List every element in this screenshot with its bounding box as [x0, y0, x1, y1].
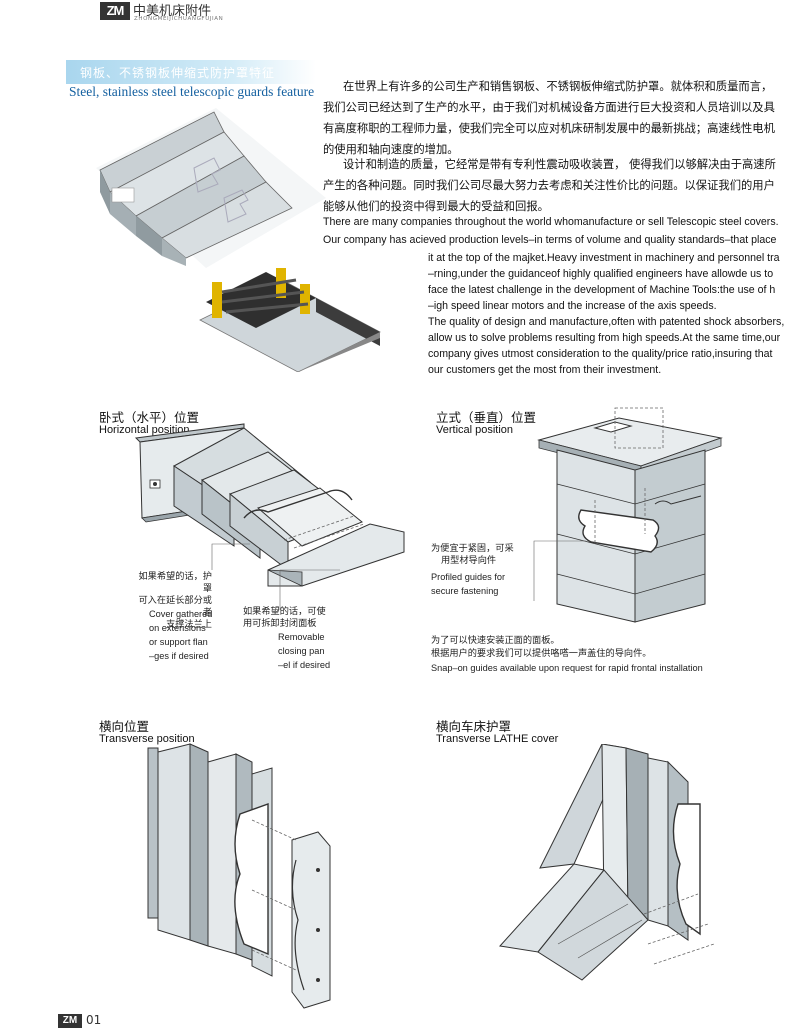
lathe-cover-diagram — [499, 744, 715, 981]
note-removable-en-line: closing pan — [278, 646, 325, 656]
intro-en-line-4: –rning,under the guidanceof highly quali… — [428, 268, 774, 280]
intro-en-line-3: it at the top of the majket.Heavy invest… — [428, 252, 780, 264]
note-gathered-en-line: or support flan — [149, 637, 208, 647]
note-gathered-cn: 如果希望的话，护罩 可入在延长部分或者 支撑法兰上 — [130, 570, 213, 630]
intro-en-line-2: Our company has acieved production level… — [323, 234, 777, 246]
note-gathered-cn-line: 可入在延长部分或者 — [138, 595, 213, 617]
product-photo-cover — [96, 108, 326, 268]
title-bar — [66, 60, 316, 84]
note-removable-en-line: –el if desired — [278, 660, 331, 670]
note-profiled-en-line: Profiled guides for — [431, 572, 506, 582]
note-snap-en-line: Snap–on guides available upon request fo… — [431, 663, 703, 673]
intro-cn-line-7: 能够从他们的投资中得到最大的受益和回报。 — [323, 200, 549, 213]
note-removable-en: Removable closing pan –el if desired — [278, 630, 330, 672]
note-gathered-cn-line: 如果希望的话，护罩 — [138, 571, 213, 593]
intro-en-line-9: company gives utmost consideration to th… — [428, 348, 773, 360]
section-lathe-en: Transverse LATHE cover — [436, 733, 559, 745]
horizontal-leader-lines — [211, 543, 340, 610]
section-horizontal-en: Horizontal position — [99, 424, 190, 436]
intro-cn-line-1: 在世界上有许多的公司生产和销售钢板、不锈钢板伸缩式防护罩。就体积和质量而言， — [343, 80, 773, 93]
section-horizontal-cn: 卧式（水平）位置 — [99, 410, 200, 425]
note-removable-cn: 如果希望的话，可使 用可拆卸封闭面板 — [243, 605, 326, 629]
note-snap-cn-line: 为了可以快速安装正面的面板。 — [431, 635, 560, 645]
note-snap-en: Snap–on guides available upon request fo… — [431, 662, 703, 674]
intro-en-line-7: The quality of design and manufacture,of… — [428, 316, 785, 328]
note-profiled-cn-line: 为便宜于紧固，可采 — [431, 543, 514, 553]
vertical-cover-diagram — [537, 407, 723, 623]
intro-en-line-5: face the latest challenge in the develop… — [428, 284, 776, 296]
section-vertical-en: Vertical position — [436, 424, 514, 436]
note-gathered-en: Cover gathered on extensions or support … — [149, 607, 212, 663]
section-transverse-en: Transverse position — [99, 733, 195, 745]
horizontal-cover-diagram — [134, 423, 405, 587]
intro-cn-line-2: 我们公司已经达到了生产的水平，由于我们对机械设备方面进行巨大投资和人员培训以及具 — [323, 101, 775, 114]
section-vertical-cn: 立式（垂直）位置 — [436, 410, 537, 425]
note-removable-cn-line: 用可拆卸封闭面板 — [243, 618, 317, 628]
note-profiled-cn-line: 用型材导向件 — [441, 555, 497, 565]
intro-en-line-10: our customers get the most from their in… — [428, 364, 662, 376]
note-removable-en-line: Removable — [278, 632, 325, 642]
intro-cn-line-4: 的使用和轴向速度的增加。 — [323, 143, 459, 156]
intro-cn-line-3: 有高度称职的工程师力量，使我们完全可以应对机床研制发展中的最新挑战；高速线性电机 — [323, 122, 775, 135]
section-transverse-cn: 横向位置 — [99, 719, 150, 734]
note-removable-cn-line: 如果希望的话，可使 — [243, 606, 326, 616]
company-name-cn: 中美机床附件 — [133, 4, 212, 19]
footer-logo: ZM — [58, 1014, 82, 1028]
page-title-cn: 钢板、不锈钢板伸缩式防护罩特征 — [80, 66, 276, 80]
company-logo: ZM — [100, 2, 130, 20]
note-profiled-cn: 为便宜于紧固，可采 用型材导向件 — [431, 542, 514, 566]
intro-cn-line-6: 产生的各种问题。同时我们公司尽最大努力去考虑和关注性价比的问题。以保证我们的用户 — [323, 179, 775, 192]
note-gathered-cn-line: 支撑法兰上 — [166, 619, 212, 629]
note-profiled-en: Profiled guides for secure fastening — [431, 570, 505, 598]
intro-en-line-1: There are many companies throughout the … — [323, 216, 779, 228]
intro-en-line-6: –igh speed linear motors and the increas… — [428, 300, 717, 312]
intro-cn-line-5: 设计和制造的质量，它经常是带有专利性震动吸收装置， 使得我们以够解决由于高速所 — [343, 158, 776, 171]
page-number: 01 — [86, 1013, 102, 1027]
transverse-cover-diagram — [147, 743, 331, 1009]
vertical-leader-line — [533, 540, 586, 601]
company-name-en: ZHONGMEIJICHUANGFUJIAN — [134, 16, 224, 22]
product-photo-assembly — [199, 268, 381, 372]
note-gathered-en-line: –ges if desired — [149, 651, 209, 661]
intro-en-line-8: allow us to solve problems resulting fro… — [428, 332, 781, 344]
page-title-en: Steel, stainless steel telescopic guards… — [69, 84, 315, 99]
note-snap-cn: 为了可以快速安装正面的面板。 根据用户的要求我们可以提供咯嗒一声盖住的导向件。 — [431, 634, 652, 660]
note-profiled-en-line: secure fastening — [431, 586, 499, 596]
note-gathered-en-line: on extensions — [149, 623, 206, 633]
note-snap-cn-line: 根据用户的要求我们可以提供咯嗒一声盖住的导向件。 — [431, 648, 652, 658]
note-gathered-en-line: Cover gathered — [149, 609, 213, 619]
section-lathe-cn: 横向车床护罩 — [436, 719, 512, 734]
